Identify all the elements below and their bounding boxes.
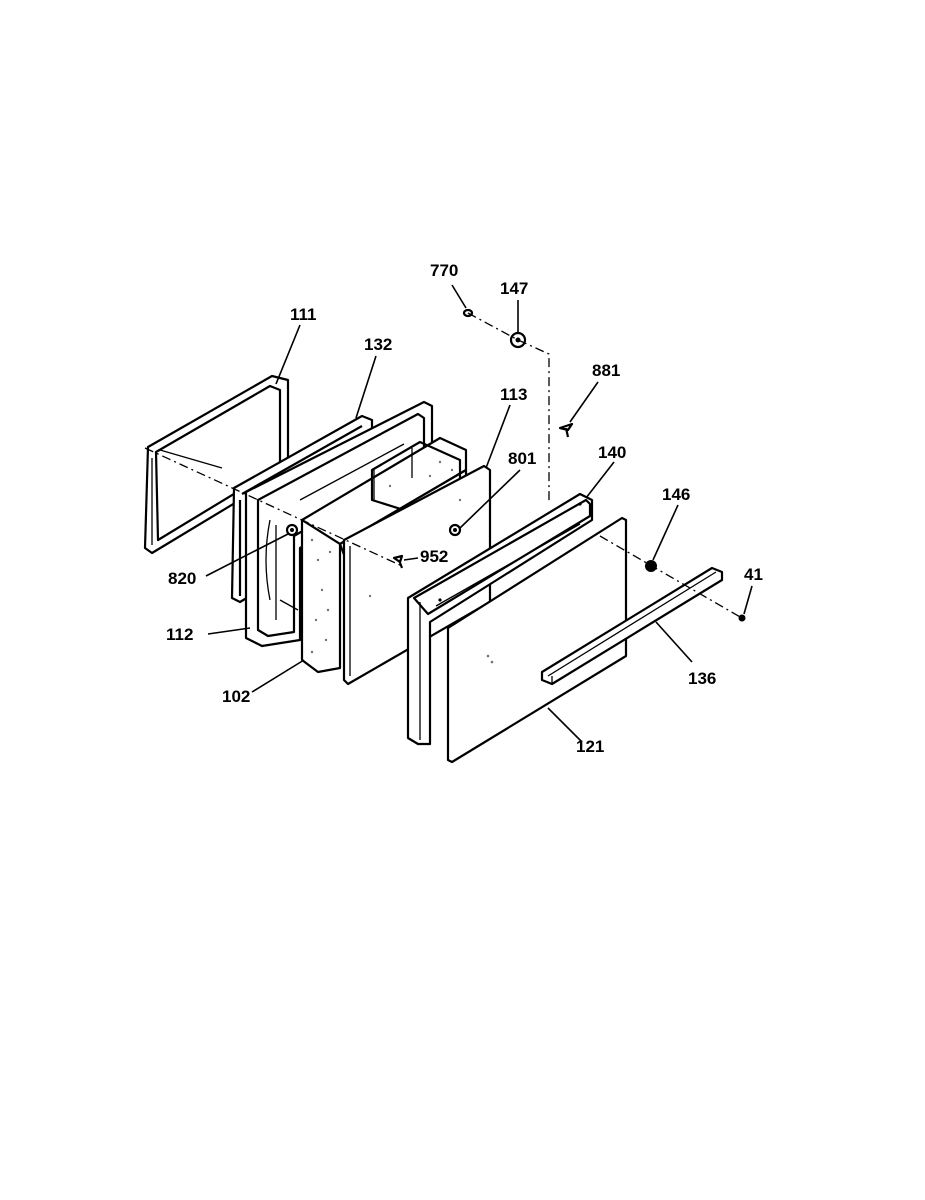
label-801: 801 [508, 449, 536, 468]
label-952: 952 [420, 547, 448, 566]
label-820: 820 [168, 569, 196, 588]
part-121-outer-glass [446, 516, 628, 764]
label-770: 770 [430, 261, 458, 280]
label-112: 112 [166, 625, 193, 644]
label-146: 146 [662, 485, 690, 504]
label-102: 102 [222, 687, 250, 706]
assembly-lines [144, 312, 743, 619]
part-140-outer-frame [406, 492, 594, 746]
label-140: 140 [598, 443, 626, 462]
label-41: 41 [744, 565, 763, 584]
label-147: 147 [500, 279, 528, 298]
part-136-handle-rail [540, 566, 724, 686]
part-111-inner-panel [143, 374, 290, 555]
label-136: 136 [688, 669, 716, 688]
label-113: 113 [500, 385, 527, 404]
label-121: 121 [576, 737, 604, 756]
hardware-770-screw [462, 308, 474, 318]
label-111: 111 [290, 305, 317, 324]
hardware-147-nut [509, 331, 527, 349]
hardware-952-screw [392, 554, 404, 569]
hardware-801-screw [448, 523, 462, 537]
part-labels: 770 147 111 132 881 113 801 140 146 41 8… [166, 261, 763, 756]
hardware-41-screw [738, 614, 746, 622]
label-881: 881 [592, 361, 620, 380]
hardware-881-screw [558, 422, 574, 438]
label-132: 132 [364, 335, 392, 354]
leader-lines [205, 284, 753, 743]
hardware-820-screw [285, 523, 299, 537]
